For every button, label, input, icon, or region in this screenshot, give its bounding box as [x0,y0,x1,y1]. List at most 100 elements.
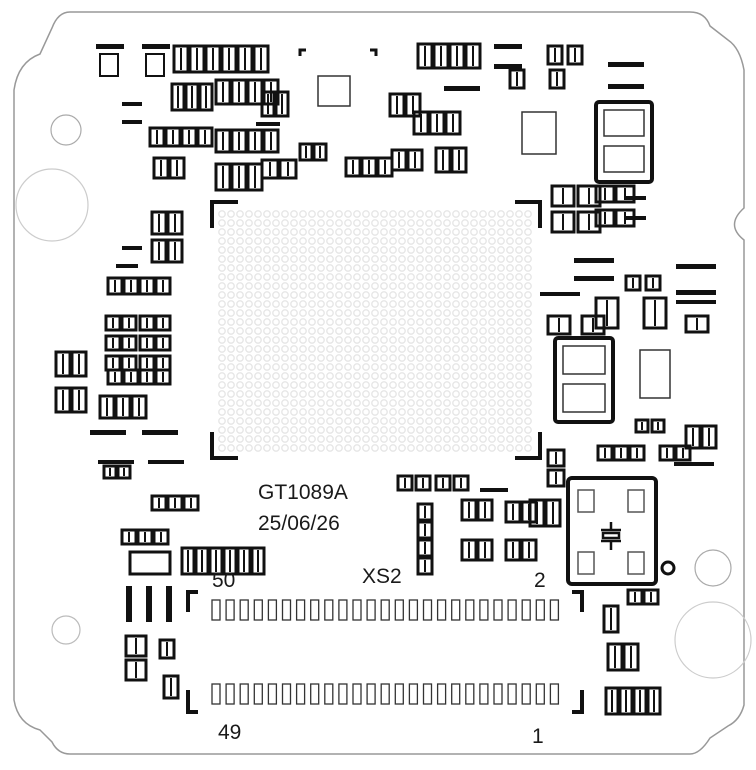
bga-ball [497,246,505,254]
bga-ball [479,399,487,407]
bga-ball [515,309,523,317]
smd-passive [220,44,238,74]
bga-ball [317,390,325,398]
smd-passive [214,162,232,192]
bga-ball [515,327,523,335]
bga-ball [227,435,235,443]
bga-ball [335,228,343,236]
smd-passive [236,546,252,576]
bga-ball [254,264,262,272]
bga-ball [524,399,532,407]
bga-ball [497,327,505,335]
bga-ball [461,390,469,398]
bga-ball [272,390,280,398]
bga-ball [515,372,523,380]
smd-passive [154,276,172,296]
bga-ball [245,255,253,263]
bga-ball [434,444,442,452]
bga-ball [389,237,397,245]
bga-ball [362,228,370,236]
smd-passive [464,42,482,70]
bga-ball [272,255,280,263]
bga-ball [497,255,505,263]
connector-pad [380,683,390,705]
bga-ball [506,210,514,218]
bga-ball [470,309,478,317]
bga-ball [362,354,370,362]
bga-ball [317,246,325,254]
smd-passive [214,128,232,154]
bga-ball [515,426,523,434]
bga-ball [488,300,496,308]
bga-ball [398,291,406,299]
bga-ball [290,390,298,398]
bga-ball [470,282,478,290]
smd-passive [546,314,572,336]
bga-ball [524,390,532,398]
bga-ball [353,219,361,227]
bga-ball [335,408,343,416]
bga-ball [443,354,451,362]
bga-ball [407,399,415,407]
bga-ball [389,318,397,326]
bga-ball [452,264,460,272]
connector-ref-label: XS2 [362,565,402,588]
bga-ball [272,219,280,227]
bga-ball [524,336,532,344]
smd-passive [416,502,434,522]
bga-ball [227,417,235,425]
bga-ball [362,408,370,416]
bga-ball [290,228,298,236]
bga-ball [218,300,226,308]
connector-pad [408,599,419,621]
bga-ball [380,354,388,362]
smd-passive [546,448,566,468]
bga-ball [434,282,442,290]
smd-passive [508,68,526,90]
bga-ball [371,336,379,344]
bga-ball [326,408,334,416]
bga-ball [371,273,379,281]
bga-ball [308,255,316,263]
bga-ball [272,435,280,443]
bga-ball [290,300,298,308]
bga-ball [479,228,487,236]
bga-ball [335,372,343,380]
bga-ball [461,435,469,443]
bga-ball [254,318,262,326]
smd-passive [154,334,172,352]
regulator-top-right [521,100,654,184]
smd-passive [528,498,546,528]
bga-ball [452,354,460,362]
bga-ball [398,381,406,389]
bga-ball [380,255,388,263]
connector-pad [507,599,517,621]
bga-ball [326,237,334,245]
bga-ball [380,219,388,227]
bga-ball [425,237,433,245]
smd-passive [102,464,118,480]
bga-ball [398,273,406,281]
bga-ball [479,246,487,254]
bga-ball [290,255,298,263]
smd-passive [450,146,468,174]
bga-ball [218,417,226,425]
smd-passive [550,210,576,234]
bga-ball [326,381,334,389]
bga-ball [389,246,397,254]
silk-bar [142,430,178,435]
bga-ball [236,417,244,425]
bga-ball [497,390,505,398]
bga-ball [479,345,487,353]
bga-ball [407,327,415,335]
bga-ball [371,354,379,362]
bga-ball [299,282,307,290]
smd-passive [658,444,676,462]
bga-ball [470,327,478,335]
smd-passive [344,156,362,178]
bga-ball [380,318,388,326]
smd-passive [158,638,176,660]
bga-ball [416,282,424,290]
connector-pad-row-top [211,599,560,621]
smd-passive [396,474,414,492]
